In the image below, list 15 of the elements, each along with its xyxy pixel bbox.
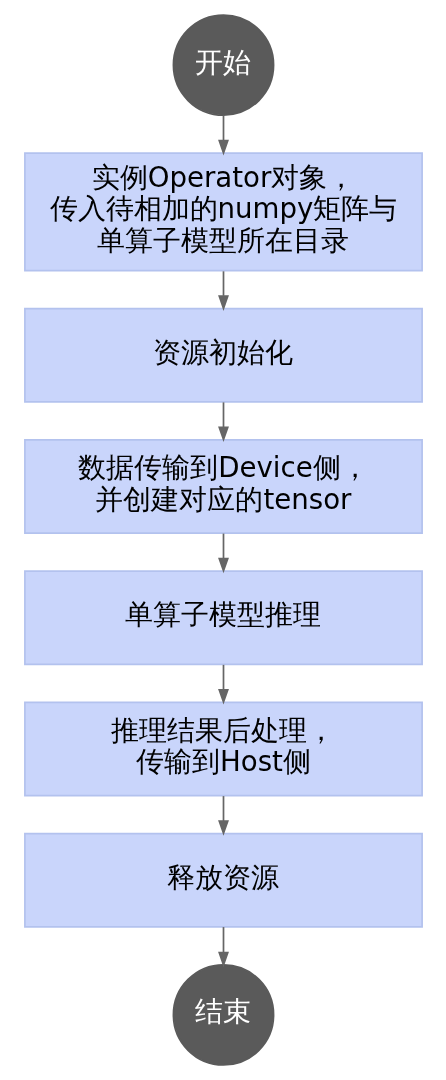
node-circle: 结束	[172, 963, 274, 1066]
node-box: 数据传输到Device侧，并创建对应的tensor	[23, 438, 423, 534]
node-circle: 开始	[172, 14, 274, 117]
arrow	[217, 270, 229, 311]
arrow	[217, 926, 229, 968]
arrow	[217, 401, 229, 443]
arrow	[217, 664, 229, 705]
arrow	[217, 532, 229, 574]
arrow	[217, 795, 229, 836]
arrow	[217, 114, 229, 156]
node-box: 资源初始化	[23, 307, 423, 403]
node-box: 推理结果后处理，传输到Host侧	[23, 701, 423, 797]
node-box: 实例Operator对象，传入待相加的numpy矩阵与单算子模型所在目录	[23, 152, 423, 272]
node-box: 单算子模型推理	[23, 570, 423, 666]
node-box: 释放资源	[23, 832, 423, 928]
